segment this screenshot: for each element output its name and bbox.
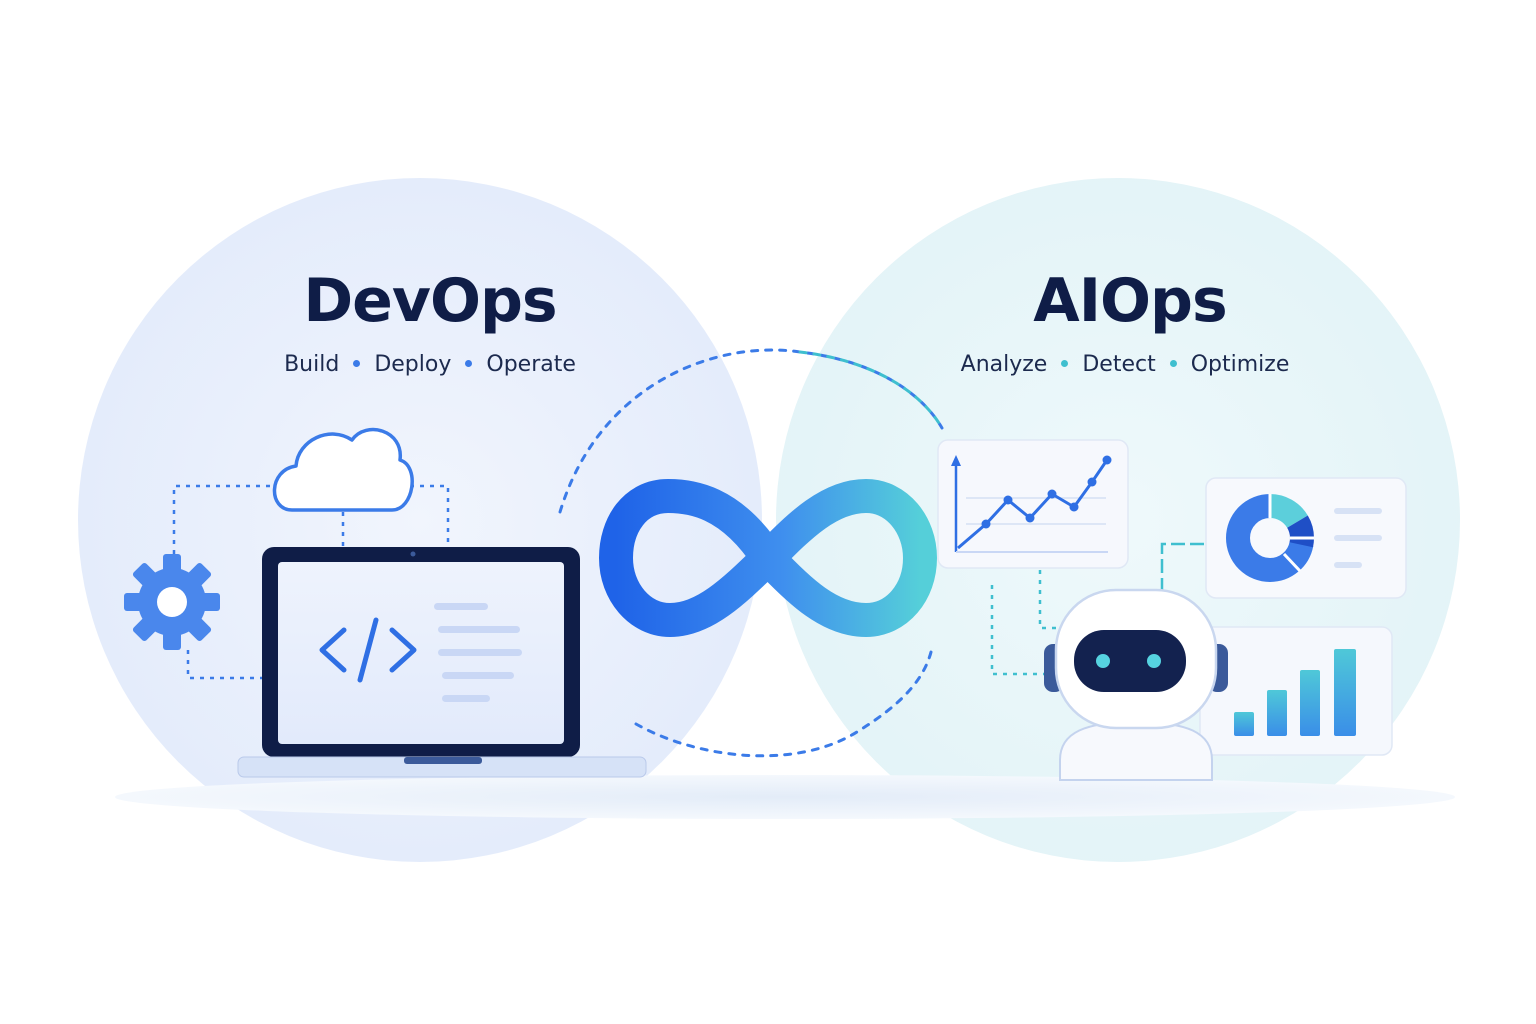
dashed-arc-bottom — [634, 646, 934, 758]
bar-chart-icon — [1234, 649, 1356, 736]
devops-circle — [78, 178, 762, 862]
connector-donut-robot — [1160, 542, 1204, 592]
line-chart-icon — [951, 455, 1112, 553]
bar-chart-card — [1199, 626, 1393, 756]
aiops-step-detect: Detect — [1082, 352, 1156, 377]
code-brackets-icon — [319, 617, 417, 683]
devops-step-deploy: Deploy — [374, 352, 452, 377]
donut-chart-icon — [1226, 494, 1314, 582]
devops-steps: Build Deploy Operate — [150, 352, 710, 377]
connector-left-robot — [990, 585, 1044, 676]
devops-step-operate: Operate — [486, 352, 576, 377]
floor-shadow — [115, 775, 1455, 819]
aiops-separator-dot — [1169, 359, 1177, 367]
robot-icon — [1044, 588, 1228, 781]
aiops-title: AIOps — [1033, 266, 1227, 336]
connector-cloud-laptop — [410, 484, 450, 545]
laptop — [237, 547, 647, 778]
connector-chart-robot — [1038, 570, 1062, 630]
line-chart-card — [937, 439, 1129, 569]
code-lines — [434, 603, 522, 702]
devops-title: DevOps — [303, 266, 557, 336]
devops-separator-dot — [465, 359, 473, 367]
cloud-icon — [272, 428, 414, 512]
aiops-steps: Analyze Detect Optimize — [845, 352, 1405, 377]
aiops-separator-dot — [1061, 359, 1069, 367]
aiops-step-analyze: Analyze — [960, 352, 1048, 377]
gear-icon — [124, 554, 220, 650]
dashed-arc-top — [558, 348, 944, 514]
devops-separator-dot — [353, 359, 361, 367]
donut-chart-card — [1205, 477, 1407, 599]
devops-step-build: Build — [284, 352, 340, 377]
infinity-loop-icon — [599, 479, 937, 637]
aiops-step-optimize: Optimize — [1190, 352, 1290, 377]
connector-cloud-gear — [172, 484, 270, 556]
